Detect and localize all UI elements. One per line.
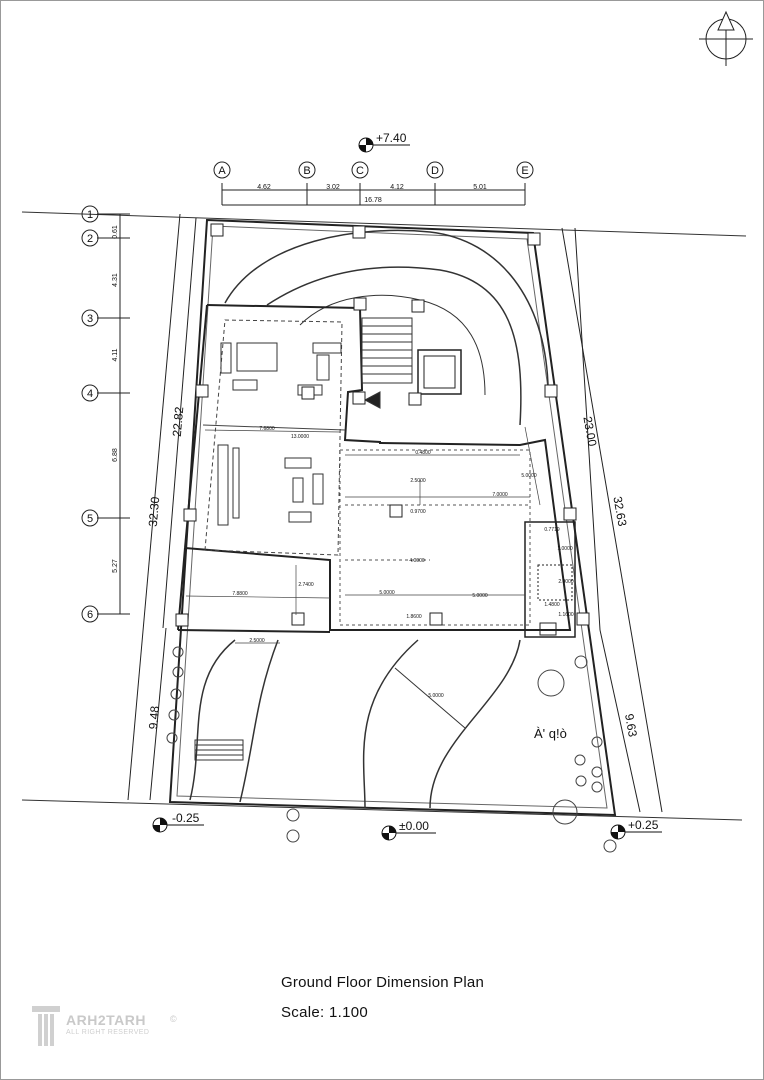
- dim-hall-length: 13.0000: [291, 434, 309, 440]
- axis-label-e: E: [521, 165, 528, 177]
- level-east-label: +0.25: [628, 818, 659, 832]
- interior-dimension-labels: 7.6800 13.0000 7.8800 2.7400 0.4800 2.50…: [232, 426, 574, 699]
- drawing-title: Ground Floor Dimension Plan: [281, 974, 484, 991]
- dim-left-yard: 9.48: [146, 705, 162, 730]
- overall-dimension-labels: 32.30 22.82 9.48 23.00 32.63 9.63: [146, 406, 640, 739]
- site-outline: [168, 218, 617, 817]
- hall-room: [202, 319, 346, 556]
- garden-label: À' q!ò: [534, 726, 567, 741]
- axis-label-5: 5: [87, 513, 93, 525]
- column-grid: [213, 161, 534, 206]
- axis-label-4: 4: [87, 388, 93, 400]
- column-spacing-de: 5.01: [473, 184, 487, 191]
- logo-copyright: ©: [170, 1014, 177, 1024]
- central-area: [339, 449, 531, 626]
- dim-right-yard: 9.63: [622, 713, 640, 739]
- logo-brand: ARH2TARH: [66, 1012, 146, 1028]
- column-total: 16.78: [364, 197, 382, 204]
- level-west-label: -0.25: [172, 811, 200, 825]
- watermark-logo: ARH2TARH ALL RIGHT RESERVED ©: [30, 1002, 190, 1052]
- dim-center-c: 7.0000: [492, 492, 508, 498]
- level-marker-east: +0.25: [610, 818, 662, 840]
- axis-label-6: 6: [87, 609, 93, 621]
- logo-column-icon: [32, 1006, 60, 1046]
- level-entrance-label: ±0.00: [399, 819, 429, 833]
- dim-kitchen-d: 1.4800: [544, 602, 560, 608]
- elevator: [417, 349, 462, 395]
- garden-trees: [166, 646, 617, 853]
- row-spacing-45: 6.88: [112, 448, 119, 462]
- dim-center-g: 5.0000: [472, 593, 488, 599]
- dim-center-e: 4.0000: [409, 558, 425, 564]
- column-spacing-bc: 3.02: [326, 184, 340, 191]
- dim-kitchen-e: 1.1600: [558, 612, 574, 618]
- level-marker-entrance: ±0.00: [381, 819, 436, 841]
- column-spacing-ab: 4.62: [257, 184, 271, 191]
- overall-dimension-lines: [127, 213, 663, 813]
- dim-porch-depth: 2.7400: [298, 582, 314, 588]
- column-grid-labels: A B C D E 4.62 3.02 4.12 5.01 16.78: [218, 165, 528, 204]
- property-lines: [21, 211, 747, 821]
- dim-right-outer: 32.63: [610, 495, 629, 527]
- dim-kitchen-b: 1.0000: [557, 546, 573, 552]
- staircase: [361, 317, 413, 409]
- dim-kitchen-c: 2.0000: [558, 579, 574, 585]
- row-spacing-23: 4.31: [112, 273, 119, 287]
- interior-dimension-lines: [185, 426, 541, 644]
- row-spacing-12: 0.61: [112, 225, 119, 239]
- axis-label-a: A: [218, 165, 226, 177]
- row-grid-labels: 1 2 3 4 5 6 0.61 4.31 4.11 6.88 5.27: [87, 209, 119, 621]
- dim-center-a: 2.5000: [410, 478, 426, 484]
- column-spacing-cd: 4.12: [390, 184, 404, 191]
- row-grid: [81, 205, 130, 623]
- dim-right-building: 23.00: [580, 415, 599, 447]
- driveway-ramp: [224, 229, 549, 426]
- row-spacing-56: 5.27: [112, 559, 119, 573]
- axis-label-d: D: [431, 165, 439, 177]
- courtyard: [189, 639, 521, 809]
- dim-left-outer: 32.30: [146, 496, 163, 527]
- level-marker-west: -0.25: [152, 811, 204, 833]
- dim-left-building: 22.82: [170, 406, 187, 437]
- hall-furniture: [217, 342, 342, 526]
- entry-steps: [194, 739, 244, 761]
- dim-center-h: 1.8600: [406, 614, 422, 620]
- level-marker-roof: +7.40: [358, 131, 410, 153]
- dim-kitchen-a: 0.7719: [544, 527, 560, 533]
- dim-yard-b: 5.0000: [428, 693, 444, 699]
- dim-center-d: 5.0000: [521, 473, 537, 479]
- dim-stair-wall: 0.4800: [415, 450, 431, 456]
- axis-label-c: C: [356, 165, 364, 177]
- north-arrow-icon: [699, 10, 753, 66]
- level-roof-label: +7.40: [376, 131, 407, 145]
- logo-tagline: ALL RIGHT RESERVED: [66, 1029, 150, 1036]
- drawing-scale: Scale: 1.100: [281, 1004, 368, 1021]
- structural-columns: [175, 223, 590, 627]
- axis-label-2: 2: [87, 233, 93, 245]
- dim-center-b: 0.9700: [410, 509, 426, 515]
- axis-label-3: 3: [87, 313, 93, 325]
- dim-hall-width: 7.6800: [259, 426, 275, 432]
- dim-center-f: 5.0000: [379, 590, 395, 596]
- axis-label-1: 1: [87, 209, 93, 221]
- kitchen: [524, 521, 576, 638]
- dim-yard-a: 2.5000: [249, 638, 265, 644]
- axis-label-b: B: [303, 165, 310, 177]
- dim-corridor-width: 7.8800: [232, 591, 248, 597]
- row-spacing-34: 4.11: [112, 348, 119, 361]
